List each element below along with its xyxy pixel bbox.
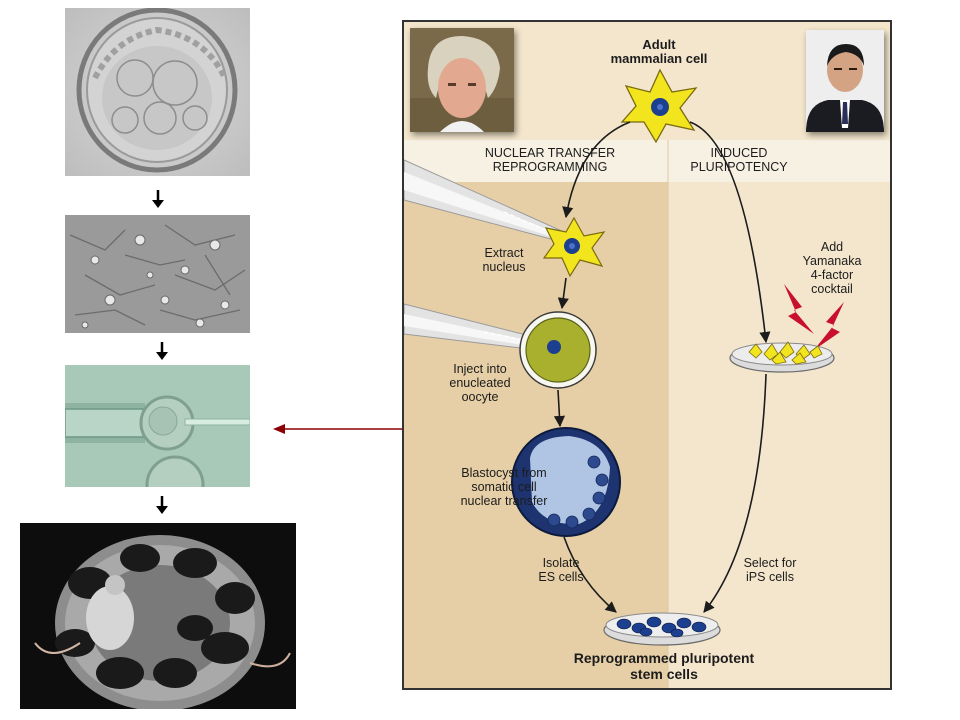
nuclear-injection-micrograph [65,365,250,487]
step-inject-line3: oocyte [461,390,499,404]
step-select-line2: iPS cells [746,570,794,584]
blastocyst-micrograph [65,8,250,176]
step-extract-line1: Extract [484,246,524,260]
cultured-cells-micrograph [65,215,250,333]
left-pathway-title-line2: REPROGRAMMING [492,160,608,174]
bottom-label-line1: Reprogrammed pluripotent [573,650,755,666]
step-select-line1: Select for [743,556,797,570]
top-label-line2: mammalian cell [610,51,708,66]
step-extract-line2: nucleus [482,260,526,274]
step-blastocyst-line1: Blastocyst from [461,466,547,480]
step-add-line4: cocktail [811,282,853,296]
lightning-icon [784,284,814,334]
right-pathway-title-line2: PLURIPOTENCY [690,160,788,174]
arrow-down-icon [156,342,168,360]
step-add-line3: 4-factor [810,268,854,282]
mice-in-dish-photo [20,523,296,709]
step-add-line2: Yamanaka [802,254,862,268]
step-inject-line1: Inject into [453,362,507,376]
step-blastocyst-line2: somatic cell [471,480,537,494]
step-isolate-line1: Isolate [542,556,580,570]
step-blastocyst-line3: nuclear transfer [460,494,548,508]
step-isolate-line2: ES cells [538,570,584,584]
scientist-portrait-left [410,28,514,132]
right-pathway-title-line1: INDUCED [710,146,768,160]
step-add-line1: Add [820,240,844,254]
left-pathway-title-line1: NUCLEAR TRANSFER [484,146,616,160]
step-inject-line2: enucleated [449,376,511,390]
lightning-icon [814,302,844,350]
arrow-down-icon [156,496,168,514]
bottom-label-line2: stem cells [630,666,698,682]
top-label-line1: Adult [642,37,676,52]
reprogramming-diagram: Adult mammalian cell NUCLEAR TRANSFER RE… [402,20,892,690]
scientist-portrait-right [806,30,884,132]
arrow-down-icon [152,190,164,208]
